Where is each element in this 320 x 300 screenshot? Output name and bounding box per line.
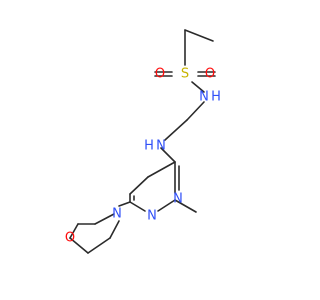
bond xyxy=(174,199,197,213)
bond xyxy=(129,176,149,195)
bond xyxy=(87,237,111,254)
bonds xyxy=(69,29,216,254)
amine-nitrogen-label: N xyxy=(156,139,166,154)
bond xyxy=(109,220,120,239)
bond xyxy=(184,29,214,42)
atom-labels: S O O N H N H N N N O xyxy=(65,67,221,246)
bond xyxy=(94,213,115,225)
morpholine-nitrogen-label: N xyxy=(112,207,122,222)
sulfonamide-hydrogen-label: H xyxy=(211,90,221,105)
bond xyxy=(160,147,176,163)
oxygen-label: O xyxy=(155,67,165,82)
bond xyxy=(129,201,146,212)
ring-nitrogen-label: N xyxy=(173,192,183,207)
bond xyxy=(147,161,176,178)
morpholine-oxygen-label: O xyxy=(65,231,75,246)
bond xyxy=(157,199,176,212)
bond xyxy=(186,101,205,121)
oxygen-label: O xyxy=(205,67,215,82)
bond xyxy=(164,119,188,141)
bond xyxy=(69,237,89,254)
bond xyxy=(191,81,205,93)
sulfonamide-nitrogen-label: N xyxy=(199,90,209,105)
oxygen-label: S xyxy=(181,67,189,82)
bond xyxy=(118,201,131,207)
ring-nitrogen-label: N xyxy=(147,209,157,224)
bond xyxy=(69,223,79,239)
amine-hydrogen-label: H xyxy=(144,139,154,154)
molecule-structure: S O O N H N H N N N O xyxy=(65,29,221,254)
